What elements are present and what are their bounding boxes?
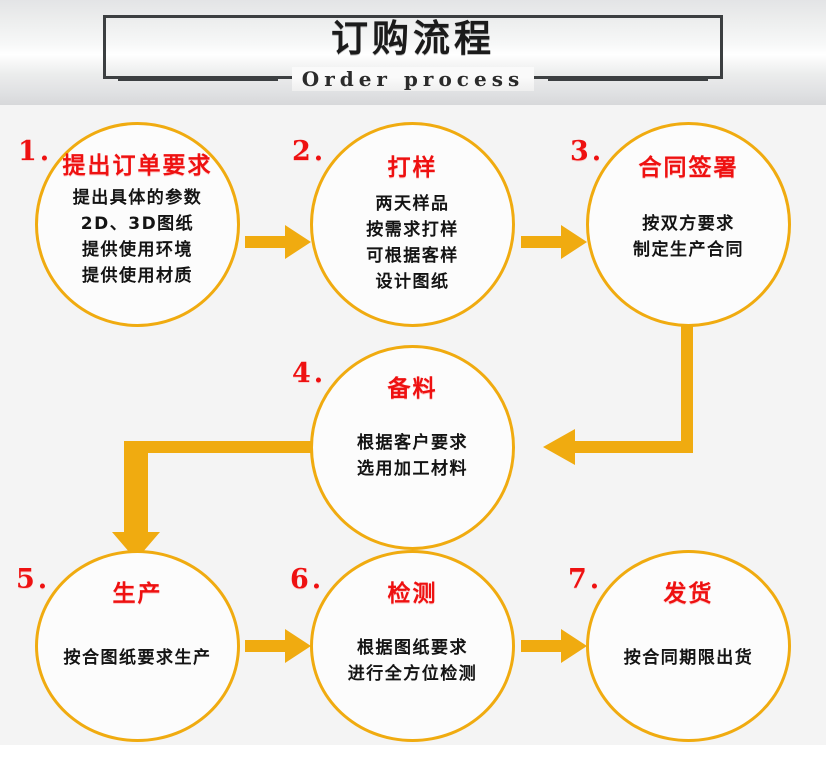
step-detail-line: 2D、3D图纸: [80, 214, 195, 234]
step-node-3[interactable]: 合同签署 按双方要求制定生产合同: [586, 122, 791, 327]
header-rule-right: [548, 77, 709, 81]
arrow-step4-to-step5: [100, 432, 320, 562]
step-detail-line: 按需求打样: [366, 220, 459, 240]
step-number-4: 4.: [292, 358, 327, 389]
step-title-3: 合同签署: [638, 155, 739, 181]
step-detail-line: 按双方要求: [642, 214, 735, 234]
step-lines-3: 按双方要求制定生产合同: [633, 211, 744, 263]
step-title-2: 打样: [387, 155, 438, 181]
step-node-5[interactable]: 生产 按合图纸要求生产: [35, 550, 240, 742]
step-detail-line: 两天样品: [375, 194, 450, 214]
header-subtitle-row: Order process: [103, 64, 723, 94]
step-node-2[interactable]: 打样 两天样品按需求打样可根据客样设计图纸: [310, 122, 515, 327]
step-number-7: 7.: [568, 564, 603, 595]
arrow-step6-to-step7: [521, 626, 589, 666]
step-lines-4: 根据客户要求选用加工材料: [357, 430, 468, 482]
step-detail-line: 按合同期限出货: [623, 648, 754, 668]
step-detail-line: 根据客户要求: [357, 433, 468, 453]
step-detail-line: 按合图纸要求生产: [63, 648, 212, 668]
step-detail-line: 提供使用材质: [82, 266, 193, 286]
step-detail-line: 根据图纸要求: [357, 638, 468, 658]
step-lines-7: 按合同期限出货: [624, 645, 754, 671]
arrow-step5-to-step6: [245, 626, 313, 666]
arrow-step3-to-step4: [515, 325, 715, 470]
step-title-5: 生产: [112, 581, 163, 607]
step-lines-5: 按合图纸要求生产: [64, 645, 212, 671]
step-node-6[interactable]: 检测 根据图纸要求进行全方位检测: [310, 550, 515, 742]
step-detail-line: 设计图纸: [375, 272, 450, 292]
step-lines-6: 根据图纸要求进行全方位检测: [348, 635, 478, 687]
step-lines-2: 两天样品按需求打样可根据客样设计图纸: [366, 191, 459, 295]
step-number-5: 5.: [16, 564, 51, 595]
step-title-4: 备料: [387, 376, 438, 402]
step-title-1: 提出订单要求: [62, 153, 213, 179]
arrow-step2-to-step3: [521, 222, 589, 262]
step-title-7: 发货: [663, 581, 714, 607]
page-title: 订购流程: [331, 17, 495, 60]
step-detail-line: 提出具体的参数: [72, 188, 203, 208]
header-rule-left: [117, 77, 278, 81]
arrow-step1-to-step2: [245, 222, 313, 262]
step-node-1[interactable]: 提出订单要求 提出具体的参数 2D、3D图纸提供使用环境提供使用材质: [35, 122, 240, 327]
footer-background: [0, 745, 826, 767]
step-node-4[interactable]: 备料 根据客户要求选用加工材料: [310, 345, 515, 550]
step-detail-line: 可根据客样: [366, 246, 459, 266]
step-lines-1: 提出具体的参数 2D、3D图纸提供使用环境提供使用材质: [73, 185, 203, 289]
step-number-2: 2.: [292, 136, 327, 167]
step-detail-line: 提供使用环境: [82, 240, 193, 260]
step-node-7[interactable]: 发货 按合同期限出货: [586, 550, 791, 742]
step-title-6: 检测: [387, 581, 438, 607]
step-detail-line: 选用加工材料: [357, 459, 468, 479]
step-detail-line: 进行全方位检测: [347, 664, 478, 684]
page-subtitle: Order process: [291, 67, 535, 91]
step-number-3: 3.: [570, 136, 605, 167]
step-number-1: 1.: [18, 136, 53, 167]
step-number-6: 6.: [290, 564, 325, 595]
step-detail-line: 制定生产合同: [633, 240, 744, 260]
